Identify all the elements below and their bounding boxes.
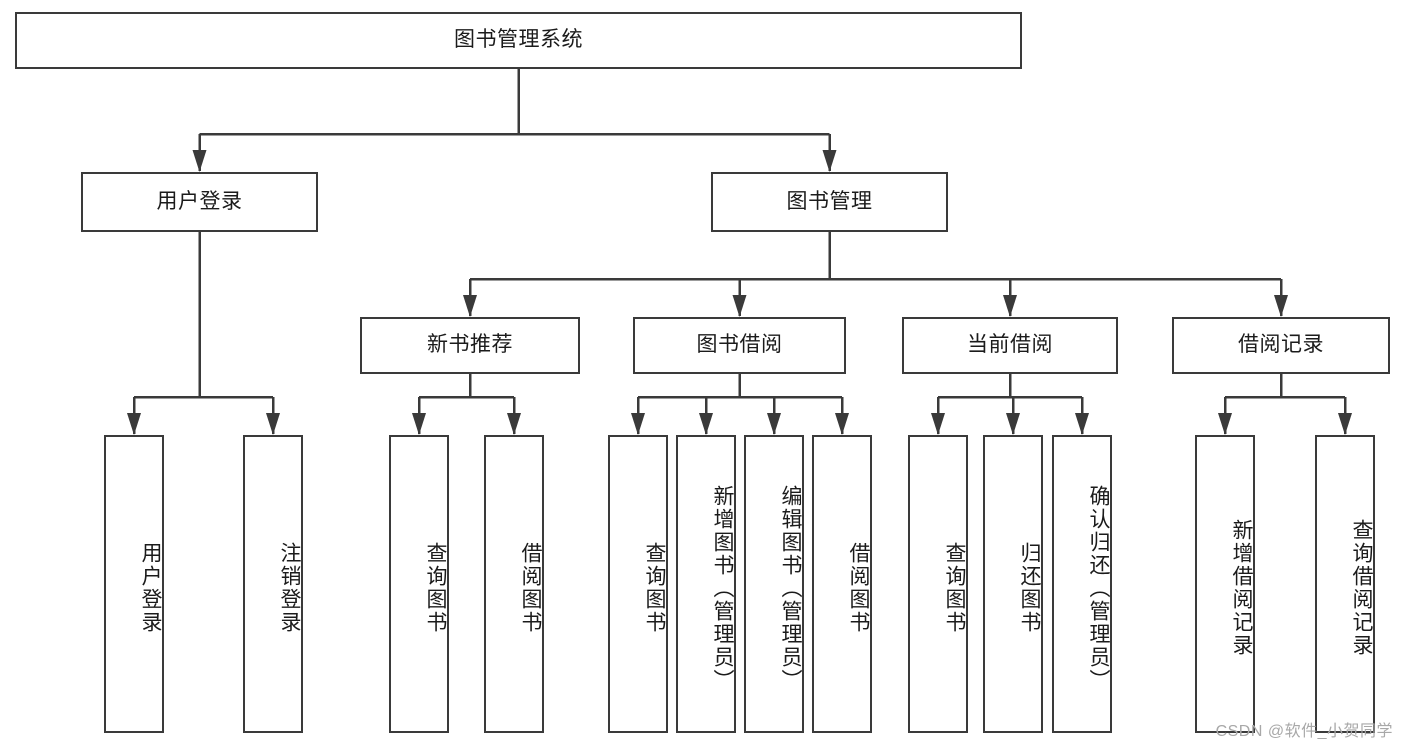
node-leaf-user-logout[interactable]: 注销登录 [243, 435, 303, 733]
node-leaf-add-record[interactable]: 新增借阅记录 [1195, 435, 1255, 733]
node-label: 注销登录 [278, 542, 301, 634]
node-label: 借阅图书 [847, 542, 870, 634]
node-current-borrow[interactable]: 当前借阅 [902, 317, 1118, 374]
node-root[interactable]: 图书管理系统 [15, 12, 1022, 69]
node-leaf-query-book-1[interactable]: 查询图书 [389, 435, 449, 733]
node-label: 借阅记录 [1238, 333, 1324, 357]
node-label: 图书管理 [786, 189, 873, 213]
node-leaf-query-book-2[interactable]: 查询图书 [608, 435, 668, 733]
node-leaf-add-book[interactable]: 新增图书（管理员） [676, 435, 736, 733]
node-label: 确认归还（管理员） [1087, 484, 1110, 692]
node-label: 当前借阅 [967, 333, 1053, 357]
node-label: 查询图书 [943, 542, 966, 634]
node-label: 用户登录 [156, 189, 243, 213]
node-label: 图书管理系统 [454, 28, 583, 52]
node-leaf-query-record[interactable]: 查询借阅记录 [1315, 435, 1375, 733]
node-label: 归还图书 [1018, 542, 1041, 634]
node-book-borrow[interactable]: 图书借阅 [633, 317, 846, 374]
node-label: 编辑图书（管理员） [779, 484, 802, 692]
node-user-login[interactable]: 用户登录 [81, 172, 318, 232]
node-label: 新书推荐 [427, 333, 513, 357]
node-label: 新增图书（管理员） [711, 484, 734, 692]
node-label: 查询图书 [424, 542, 447, 634]
node-leaf-return-book[interactable]: 归还图书 [983, 435, 1043, 733]
node-new-book-rec[interactable]: 新书推荐 [360, 317, 580, 374]
node-leaf-query-book-3[interactable]: 查询图书 [908, 435, 968, 733]
node-borrow-record[interactable]: 借阅记录 [1172, 317, 1390, 374]
node-label: 查询图书 [643, 542, 666, 634]
node-label: 用户登录 [139, 542, 162, 634]
node-leaf-confirm-return[interactable]: 确认归还（管理员） [1052, 435, 1112, 733]
node-label: 图书借阅 [696, 333, 783, 357]
node-leaf-borrow-book-1[interactable]: 借阅图书 [484, 435, 544, 733]
node-label: 查询借阅记录 [1350, 519, 1373, 657]
node-leaf-user-login[interactable]: 用户登录 [104, 435, 164, 733]
node-leaf-borrow-book-2[interactable]: 借阅图书 [812, 435, 872, 733]
node-label: 借阅图书 [519, 542, 542, 634]
node-leaf-edit-book[interactable]: 编辑图书（管理员） [744, 435, 804, 733]
node-book-mgmt[interactable]: 图书管理 [711, 172, 948, 232]
node-label: 新增借阅记录 [1230, 519, 1253, 657]
